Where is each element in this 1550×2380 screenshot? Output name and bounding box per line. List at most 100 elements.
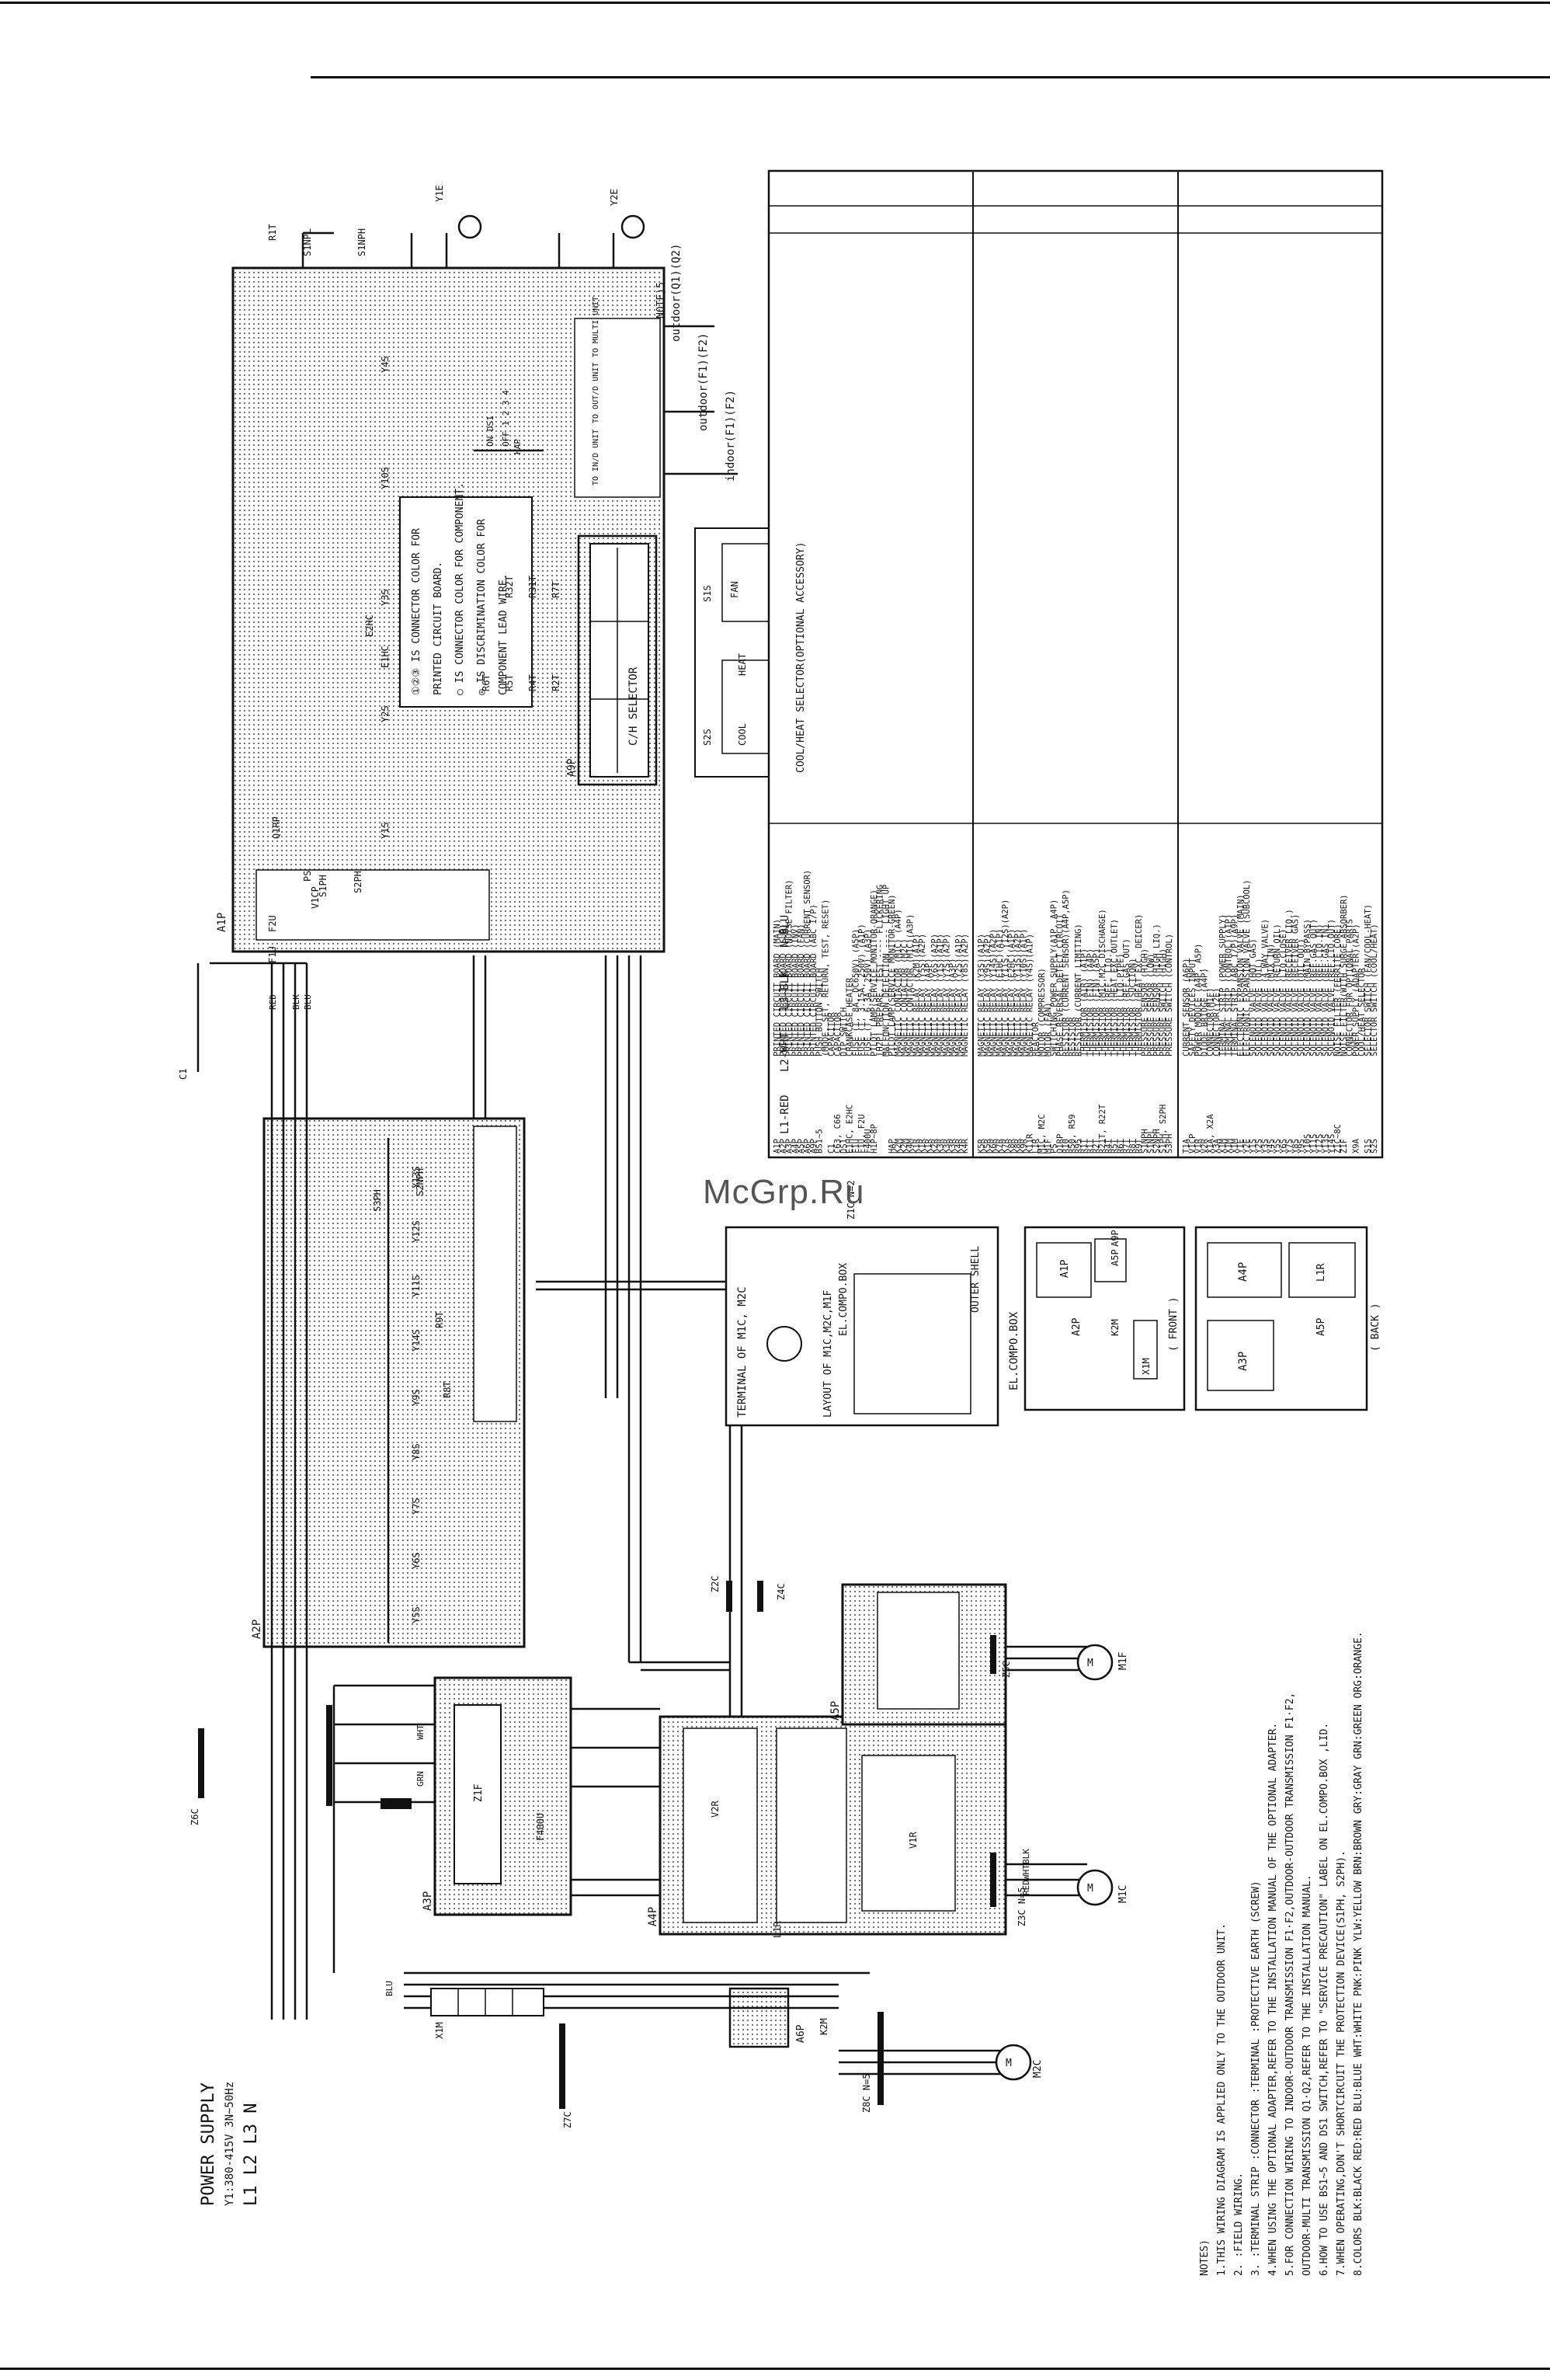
note-line-7: 6.HOW TO USE BS1~5 AND DS1 SWITCH,REFER … bbox=[1319, 1723, 1330, 2276]
parts-col2-code-6: K8R bbox=[1013, 1138, 1023, 1153]
parts-col2-desc-19: THERMISTOR (FIN) (A5P) bbox=[1092, 948, 1101, 1056]
parts-col3-code-14: Y4S bbox=[1267, 1139, 1276, 1153]
parts-col2-code-24: R7T bbox=[1122, 1138, 1131, 1153]
parts-col1-desc-3: PRINTED CIRCUIT BOARD (INV) bbox=[791, 924, 800, 1056]
parts-col3-desc-3: DIODE BRIDGE (A4P) bbox=[1200, 968, 1209, 1056]
wire-grn-1: GRN bbox=[415, 1771, 426, 1787]
z8c-label: Z8C N=5 bbox=[861, 2073, 872, 2113]
parts-col2-code-8: K11R bbox=[1025, 1133, 1034, 1153]
motor-y1e bbox=[457, 214, 482, 239]
parts-col3-desc-31: SELECTOR SWITCH (COOL/HEAT) bbox=[1370, 924, 1379, 1056]
parts-col1-code-10: C63, C66 bbox=[833, 1114, 843, 1153]
thermistor-3: R6T bbox=[481, 674, 492, 691]
parts-col1-desc-24: MAGNETIC RELAY (Y5S)(A2P) bbox=[918, 934, 927, 1056]
parts-col3-desc-15: SOLENOID VALVE (RETURN OIL) bbox=[1273, 924, 1282, 1056]
thermistor-2: R5T bbox=[504, 674, 515, 691]
valve-a1p-0: Y1S bbox=[380, 822, 391, 839]
parts-col2-code-2: K6R bbox=[989, 1138, 999, 1153]
parts-col3-code-0: T1A bbox=[1182, 1138, 1191, 1153]
z1f-label: Z1F bbox=[473, 1783, 485, 1802]
thermistor-5: R31T bbox=[527, 576, 538, 598]
parts-col2-code-12: PS bbox=[1050, 1143, 1059, 1153]
parts-col2-desc-28: PRESSURE SENSOR (LOW) bbox=[1146, 953, 1156, 1056]
note-line-8: 7.WHEN OPERATING,DON'T SHORTCIRCUIT THE … bbox=[1336, 1850, 1347, 2276]
watermark: McGrp.Ru bbox=[703, 1173, 865, 1211]
parts-col2-code-14: R10 bbox=[1062, 1139, 1071, 1153]
parts-col2-code-30: S1PH, S2PH bbox=[1159, 1105, 1168, 1153]
parts-col3-code-17: Y7S bbox=[1285, 1139, 1295, 1153]
parts-col2-desc-4: MAGNETIC RELAY (Y11S, Y12S)(A2P) bbox=[1001, 899, 1010, 1056]
wire-wht-2: WHT bbox=[1021, 1864, 1031, 1880]
note-line-2: 2. :FIELD WIRING. bbox=[1233, 2173, 1245, 2276]
r9t-label: R9T bbox=[434, 1311, 445, 1328]
parts-col2-code-28: S1NPL bbox=[1146, 1129, 1156, 1153]
parts-col1-desc-0: PRINTED CIRCUIT BOARD (MAIN) bbox=[773, 919, 782, 1056]
parts-col3-desc-26: NOISE FILTER(WITH SURGE ABSORBER) bbox=[1340, 894, 1349, 1056]
tb-outdoor: TO OUT/D UNIT bbox=[592, 363, 600, 423]
l1r-label: L1R bbox=[772, 1921, 783, 1938]
parts-col2-desc-6: MAGNETIC RELAY (Y13S)(A2P) bbox=[1013, 929, 1023, 1056]
parts-col2-code-22: R5T bbox=[1110, 1138, 1120, 1153]
motors bbox=[457, 214, 1114, 2081]
s2nph-label: S2NPH bbox=[415, 1168, 426, 1196]
parts-col1-code-0: A1P bbox=[773, 1139, 782, 1153]
parts-col3-desc-17: SOLENOID VALVE (RECEIVER LIQ.) bbox=[1285, 909, 1295, 1056]
parts-col1-desc-28: MAGNETIC RELAY (Y7S)(A2P) bbox=[942, 934, 951, 1056]
parts-col1-desc-12: CRANKCASE HEATER bbox=[846, 977, 855, 1056]
parts-col1-desc-8: (MODE, SET, RETURN, TEST, RESET) bbox=[821, 899, 830, 1056]
parts-col1-code-2: A3P bbox=[785, 1139, 794, 1153]
a9p-label: A9P bbox=[566, 758, 578, 777]
table-header-1: L2-WHT bbox=[779, 1032, 791, 1072]
parts-col1-desc-16: PILOT LAMP(SERVICE MONITOR-ORANGE) bbox=[870, 889, 879, 1056]
parts-col1-code-6: A9P bbox=[809, 1139, 818, 1153]
z5c-label: Z5C bbox=[1001, 1661, 1012, 1678]
parts-col3-code-20: Y10S bbox=[1303, 1134, 1312, 1153]
parts-col3-desc-30: SELECTOR SWITCH (FAN/COOL-HEAT) bbox=[1364, 904, 1373, 1056]
parts-col1-code-30: K4R bbox=[954, 1138, 964, 1153]
parts-col3-desc-23: SOLENOID VALVE (REF.GAS IN) bbox=[1321, 924, 1330, 1056]
note5: NOTE)5 bbox=[655, 282, 667, 318]
parts-col1-code-29: K3R bbox=[948, 1138, 957, 1153]
parts-col3-desc-14: SOLENOID VALVE (MIX IN) bbox=[1267, 944, 1276, 1056]
legend-line-0: ①②③ IS CONNECTOR COLOR FOR bbox=[411, 528, 422, 695]
legend-line-2: ○ IS CONNECTOR COLOR FOR COMPONENT. bbox=[454, 482, 466, 695]
parts-col3-code-18: Y8S bbox=[1291, 1139, 1300, 1153]
parts-col3-desc-8: TERMINAL STRIP (ABC I/P)(A9P) bbox=[1230, 914, 1239, 1056]
note-line-1: 1.THIS WIRING DIAGRAM IS APPLIED ONLY TO… bbox=[1216, 1923, 1228, 2276]
parts-col2-desc-16: RESISTOR (CURRENT LIMITING) bbox=[1074, 924, 1083, 1056]
parts-col2-code-18: R1T bbox=[1086, 1138, 1095, 1153]
parts-col2-desc-15: RESISTOR bbox=[1068, 1017, 1077, 1056]
a2p-inner bbox=[473, 1126, 517, 1422]
parts-col2-desc-21: THERMISTOR (REF. LIQ.) bbox=[1104, 948, 1114, 1056]
valve-a1p-2: Y3S bbox=[380, 589, 391, 606]
s2s-label: S2S bbox=[702, 729, 713, 746]
note-line-5: 5.FOR CONNECTION WIRING TO INDOOR-OUTDOO… bbox=[1284, 1693, 1296, 2276]
parts-col1-desc-29: MAGNETIC RELAY (A3P) bbox=[948, 959, 957, 1056]
parts-col1-desc-25: MAGNETIC RELAY (A4P) bbox=[924, 959, 933, 1056]
c1-label: C1 bbox=[178, 1069, 189, 1080]
parts-col2-code-1: K5R bbox=[983, 1138, 992, 1153]
parts-col2-code-3: K7R bbox=[995, 1138, 1004, 1153]
y2e-label: Y2E bbox=[609, 189, 620, 206]
parts-col3-code-21: Y11S bbox=[1309, 1134, 1319, 1153]
parts-col3-desc-7: TERMINAL STRIP (CONTROL)(A1P) bbox=[1225, 914, 1234, 1056]
parts-col1-code-27: K3R bbox=[937, 1138, 946, 1153]
parts-col3-desc-20: SOLENOID VALVE (MAIN BYPASS) bbox=[1303, 919, 1312, 1056]
parts-col2-code-11: M1F bbox=[1044, 1139, 1053, 1153]
parts-col1-desc-26: MAGNETIC RELAY (Y6S)(A2P) bbox=[930, 934, 940, 1056]
parts-col3-code-3: V2R bbox=[1200, 1138, 1209, 1153]
parts-col3-desc-13: SOLENOID VALVE (4 WAY VALVE) bbox=[1260, 919, 1270, 1056]
parts-col2-code-31: S3PH bbox=[1165, 1134, 1174, 1153]
parts-col2-desc-26: THERMISTOR (HEAT EXC. DEICER) bbox=[1135, 914, 1144, 1056]
parts-col3-desc-18: SOLENOID VALVE (RECEIVER GAS) bbox=[1291, 914, 1300, 1056]
parts-col3-code-31: S2S bbox=[1370, 1139, 1379, 1153]
parts-table bbox=[767, 169, 1384, 1159]
valve-a2p-6: Y11S bbox=[411, 1275, 422, 1297]
parts-col3-desc-9: ELECTRONIC EXPANSION VALVE (MAIN) bbox=[1236, 894, 1246, 1056]
parts-col1-desc-19: PILOT LAMP(SERVICE MONITOR-GREEN) bbox=[888, 894, 897, 1056]
parts-col3-desc-1: SAFETY DEVICES INPUT bbox=[1188, 958, 1197, 1056]
outer-shell: OUTER SHELL bbox=[970, 1246, 982, 1313]
parts-col1-code-12: E1HC, E2HC bbox=[846, 1105, 855, 1153]
parts-col1-desc-10: CAPACITOR bbox=[833, 1011, 843, 1056]
